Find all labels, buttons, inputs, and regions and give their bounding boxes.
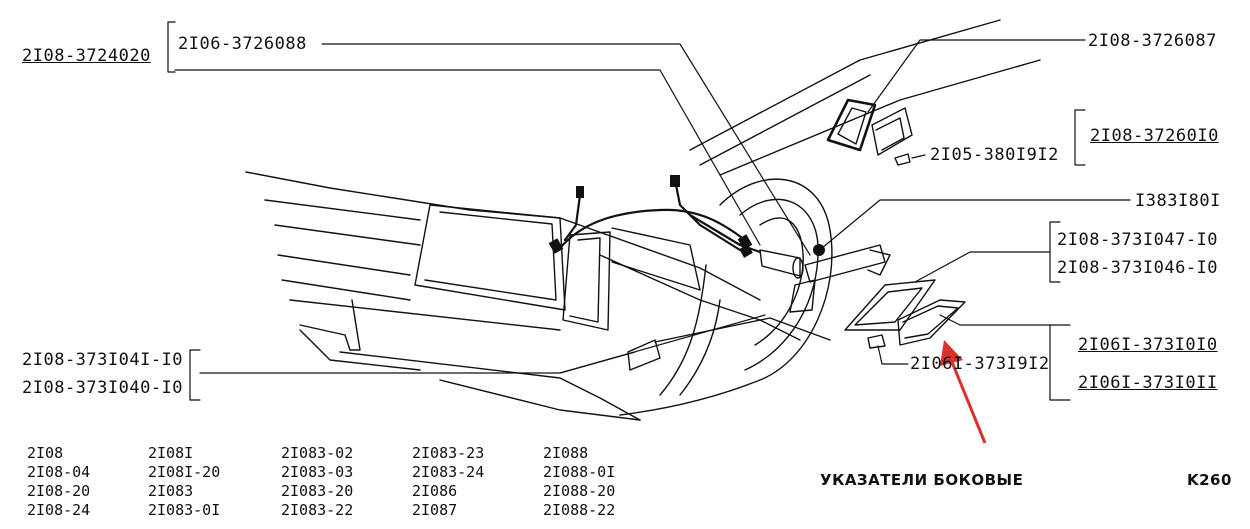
model-code: 2I087 — [412, 501, 458, 519]
model-column-3: 2I083-02 2I083-03 2I083-20 2I083-22 — [281, 444, 353, 520]
upper-lamp-drawing — [826, 98, 913, 166]
label-bulb-side: 2I06I-373I9I2 — [910, 354, 1050, 374]
model-code: 2I083-03 — [281, 463, 354, 481]
model-code: 2I083-02 — [281, 444, 354, 462]
leader-lines — [167, 21, 1131, 401]
model-code: 2I08I-20 — [148, 463, 221, 481]
model-code: 2I08I — [148, 444, 194, 462]
model-code: 2I088-22 — [543, 501, 616, 519]
label-harness: 2I06-3726088 — [178, 34, 307, 54]
red-arrow — [940, 340, 987, 444]
model-code: 2I08-24 — [27, 501, 91, 519]
model-code: 2I083-23 — [412, 444, 485, 462]
model-column-1: 2I08 2I08-04 2I08-20 2I08-24 — [27, 444, 90, 520]
label-lens-top: 2I08-3726087 — [1088, 31, 1217, 51]
model-column-5: 2I088 2I088-0I 2I088-20 2I088-22 — [543, 444, 615, 520]
model-code: 2I08-20 — [27, 482, 91, 500]
model-code: 2I083 — [148, 482, 194, 500]
page-code: K260 — [1187, 471, 1232, 489]
label-left-b: 2I08-373I040-I0 — [22, 378, 184, 398]
model-code: 2I086 — [412, 482, 458, 500]
label-left-a: 2I08-373I04I-I0 — [22, 350, 184, 370]
model-code: 2I083-24 — [412, 463, 485, 481]
label-lamp-a: 2I06I-373I0I0 — [1078, 335, 1218, 355]
label-clip: I383I80I — [1135, 191, 1221, 211]
model-code: 2I083-22 — [281, 501, 354, 519]
model-column-2: 2I08I 2I08I-20 2I083 2I083-0I — [148, 444, 220, 520]
diagram-title: УКАЗАТЕЛИ БОКОВЫЕ — [820, 471, 1024, 489]
label-lamp-b: 2I06I-373I0II — [1078, 373, 1218, 393]
model-code: 2I08-04 — [27, 463, 91, 481]
model-code: 2I088 — [543, 444, 589, 462]
label-bulb-top: 2I05-380I9I2 — [930, 145, 1059, 165]
model-code: 2I088-0I — [543, 463, 616, 481]
label-housing-a: 2I08-373I047-I0 — [1057, 230, 1219, 250]
side-lamp-drawing — [844, 279, 966, 349]
model-code: 2I083-20 — [281, 482, 354, 500]
model-code: 2I08 — [27, 444, 64, 462]
label-main-assembly: 2I08-3724020 — [22, 46, 151, 66]
connector-drawing — [759, 244, 891, 313]
label-housing-b: 2I08-373I046-I0 — [1057, 258, 1219, 278]
model-code: 2I088-20 — [543, 482, 616, 500]
model-column-4: 2I083-23 2I083-24 2I086 2I087 — [412, 444, 484, 520]
car-body-drawing — [245, 19, 1041, 421]
label-lamp-top: 2I08-37260I0 — [1090, 126, 1219, 146]
model-code: 2I083-0I — [148, 501, 221, 519]
harness-drawing — [558, 178, 762, 254]
